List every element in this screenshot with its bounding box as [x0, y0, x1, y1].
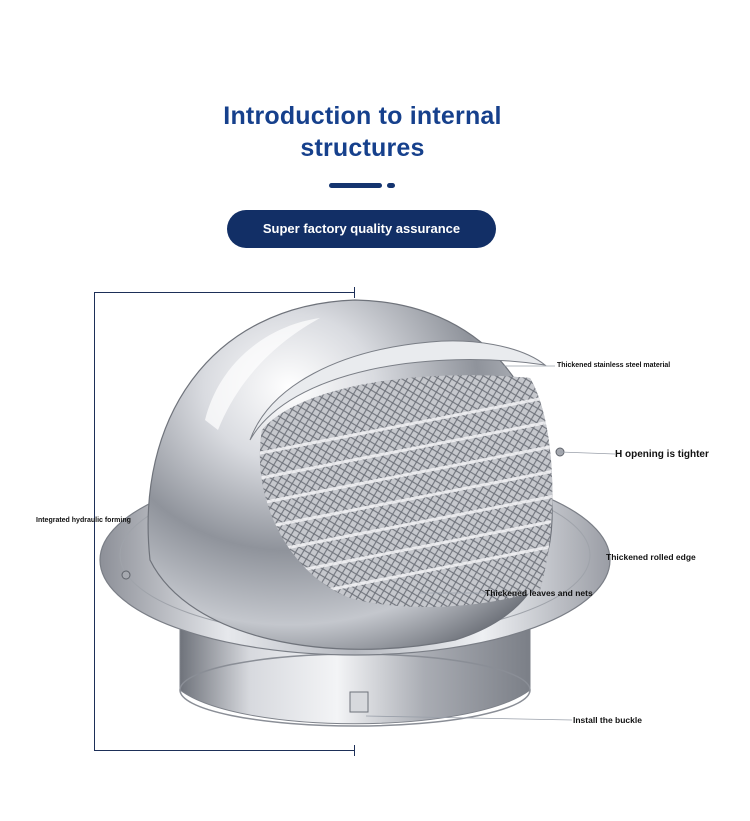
page-title: Introduction to internal structures [200, 100, 525, 164]
callout-buckle: Install the buckle [573, 715, 642, 725]
bracket-bottom-tick [354, 745, 355, 756]
title-underline-dot [387, 183, 395, 188]
buckle-tab [349, 691, 369, 713]
callout-material: Thickened stainless steel material [557, 362, 671, 369]
callout-rolled-edge: Thickened rolled edge [606, 552, 696, 562]
title-line-1: Introduction to internal [223, 102, 502, 130]
flange-screw [121, 570, 131, 580]
callout-hydraulic: Integrated hydraulic forming [36, 517, 131, 524]
bracket-top [94, 292, 354, 293]
bracket-top-tick [354, 287, 355, 298]
bracket-bottom [94, 750, 354, 751]
quality-badge: Super factory quality assurance [227, 210, 496, 248]
dome-highlight [205, 318, 320, 430]
title-line-2: structures [300, 134, 425, 162]
callout-leaves-nets: Thickened leaves and nets [485, 588, 593, 598]
hood-lip [249, 340, 547, 441]
title-underline-long [329, 183, 382, 188]
callout-h-opening: H opening is tighter [615, 449, 709, 460]
bracket-vertical [94, 292, 95, 751]
